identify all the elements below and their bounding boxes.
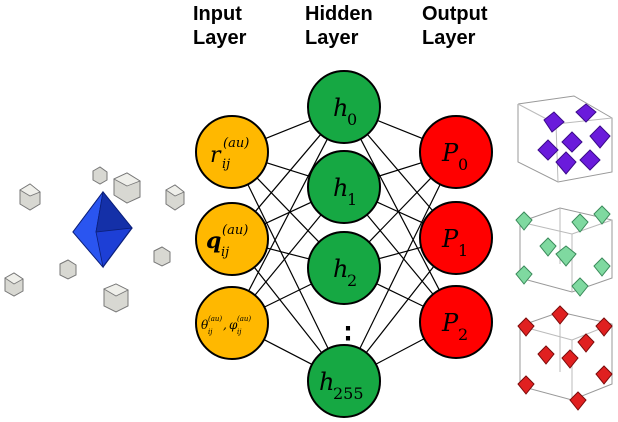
- connection-line: [254, 134, 322, 212]
- connection-line: [378, 162, 422, 177]
- svg-text:q: q: [206, 228, 221, 254]
- purple-crystal-cluster-icon: [517, 95, 613, 183]
- neighbor-crystal-icon: [103, 283, 129, 313]
- output-node-circle: [419, 285, 493, 359]
- neighbor-crystal-icon: [19, 183, 41, 211]
- connection-line: [266, 247, 310, 260]
- hidden-3-sub: 255: [333, 384, 364, 403]
- connection-line: [264, 201, 312, 225]
- atomic-environment-icon: [4, 166, 185, 313]
- hidden-2-sub: 2: [347, 271, 357, 290]
- hidden-layer-title-line2: Layer: [305, 27, 359, 49]
- output-node-2: P 2: [419, 285, 493, 359]
- input-1-sub: ij: [221, 245, 229, 260]
- output-node-circle: [419, 115, 493, 189]
- connection-line: [266, 162, 310, 177]
- input-0-sub: ij: [222, 157, 230, 172]
- connection-line: [376, 201, 424, 224]
- svg-text:,: ,: [223, 318, 227, 332]
- input-2-extra-sub: ij: [237, 328, 242, 336]
- neighbor-crystal-icon: [153, 246, 171, 267]
- svg-text:r: r: [210, 143, 222, 168]
- output-2-sub: 2: [458, 325, 468, 344]
- hidden-0-base: h: [333, 94, 348, 122]
- hidden-node-circle: [307, 231, 381, 305]
- input-node-circle: [195, 202, 269, 276]
- input-1-base: q: [206, 228, 221, 254]
- connection-lines: [247, 119, 441, 365]
- hidden-3-base: h: [319, 368, 334, 396]
- connection-line: [254, 214, 322, 296]
- input-node-1: q ij (au): [195, 202, 269, 276]
- output-0-base: P: [441, 139, 459, 167]
- output-node-circle: [419, 201, 493, 275]
- input-2-sub: ij: [208, 328, 213, 336]
- input-2-extra-base: φ: [229, 318, 238, 332]
- connection-line: [360, 138, 440, 291]
- input-layer-title: Input Layer: [193, 2, 246, 50]
- hidden-layer-title: Hidden Layer: [305, 2, 373, 50]
- connection-line: [263, 339, 313, 365]
- hidden-node-2: h 2: [307, 231, 381, 305]
- hidden-0-sub: 0: [347, 110, 357, 129]
- output-2-base: P: [441, 309, 459, 337]
- connection-line: [377, 119, 423, 140]
- connection-line: [366, 133, 434, 212]
- input-2-sup: (au): [208, 315, 222, 323]
- neighbor-crystal-icon: [4, 272, 24, 297]
- output-1-sub: 1: [458, 241, 468, 260]
- output-node-0: P 0: [419, 115, 493, 189]
- center-octahedron-icon: [72, 191, 133, 269]
- hidden-node-circle: [307, 150, 381, 224]
- green-crystal-cluster-icon: [515, 205, 613, 297]
- hidden-node-1: h 1: [307, 150, 381, 224]
- connection-line: [359, 184, 441, 349]
- input-layer-title-line1: Input: [193, 3, 242, 25]
- input-node-circle: [195, 286, 269, 360]
- output-layer-title: Output Layer: [422, 2, 488, 50]
- input-2-base: θ: [201, 318, 209, 332]
- neighbor-crystal-icon: [113, 172, 141, 204]
- input-2-extra-sup: (au): [237, 315, 251, 323]
- red-crystal-cluster-icon: [517, 305, 613, 411]
- neighbor-crystal-icon: [165, 184, 185, 211]
- hidden-node-0: h 0: [307, 70, 381, 144]
- output-node-1: P 1: [419, 201, 493, 275]
- connection-line: [264, 283, 312, 308]
- hidden-2-base: h: [333, 255, 348, 283]
- input-layer-title-line2: Layer: [193, 27, 247, 49]
- output-layer-title-line2: Layer: [422, 27, 476, 49]
- hidden-1-sub: 1: [347, 190, 357, 209]
- hidden-layer-title-line1: Hidden: [305, 3, 373, 25]
- connection-line: [378, 246, 422, 260]
- output-layer-title-line1: Output: [422, 3, 488, 25]
- hidden-node-255: h 255: [307, 344, 381, 418]
- output-1-base: P: [441, 225, 459, 253]
- connection-line: [248, 138, 328, 292]
- input-node-circle: [195, 115, 269, 189]
- connection-line: [376, 283, 424, 307]
- hidden-1-base: h: [333, 174, 348, 202]
- input-node-2: θ ij (au) , φ ij (au): [195, 286, 269, 360]
- neighbor-crystal-icon: [59, 259, 77, 280]
- connection-line: [375, 338, 425, 365]
- connection-line: [365, 265, 435, 354]
- input-0-sup: (au): [223, 136, 249, 151]
- neighbor-crystal-icon: [92, 166, 108, 185]
- connection-line: [265, 119, 311, 140]
- input-1-sup: (au): [222, 223, 248, 238]
- input-node-0: r ij (au): [195, 115, 269, 189]
- hidden-node-circle: [307, 70, 381, 144]
- connection-line: [256, 177, 320, 243]
- hidden-node-circle: [307, 344, 381, 418]
- input-0-base: r: [210, 143, 222, 168]
- output-0-sub: 0: [458, 155, 468, 174]
- connection-line: [368, 177, 432, 243]
- connection-line: [247, 184, 329, 349]
